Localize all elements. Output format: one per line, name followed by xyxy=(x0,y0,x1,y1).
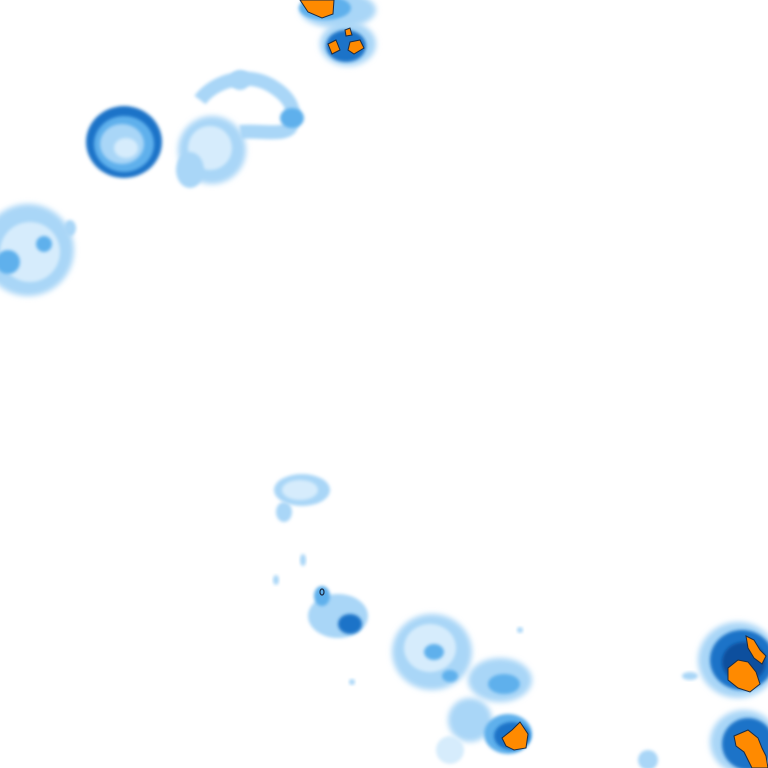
rain-area-left xyxy=(0,204,76,296)
storm-cluster-lower-center xyxy=(392,614,532,764)
rain-ring-upper xyxy=(176,70,304,188)
storm-cell-right-lower xyxy=(698,622,768,698)
storm-cell-right-bottom xyxy=(710,710,768,768)
storm-cell-lower-middle xyxy=(273,575,368,638)
storm-cell-heavy-lower xyxy=(484,714,532,754)
storm-cell-upper-left xyxy=(86,106,162,178)
rain-patch-middle xyxy=(274,474,330,522)
storm-cell-top xyxy=(299,0,376,66)
rain-fragments xyxy=(300,554,698,768)
